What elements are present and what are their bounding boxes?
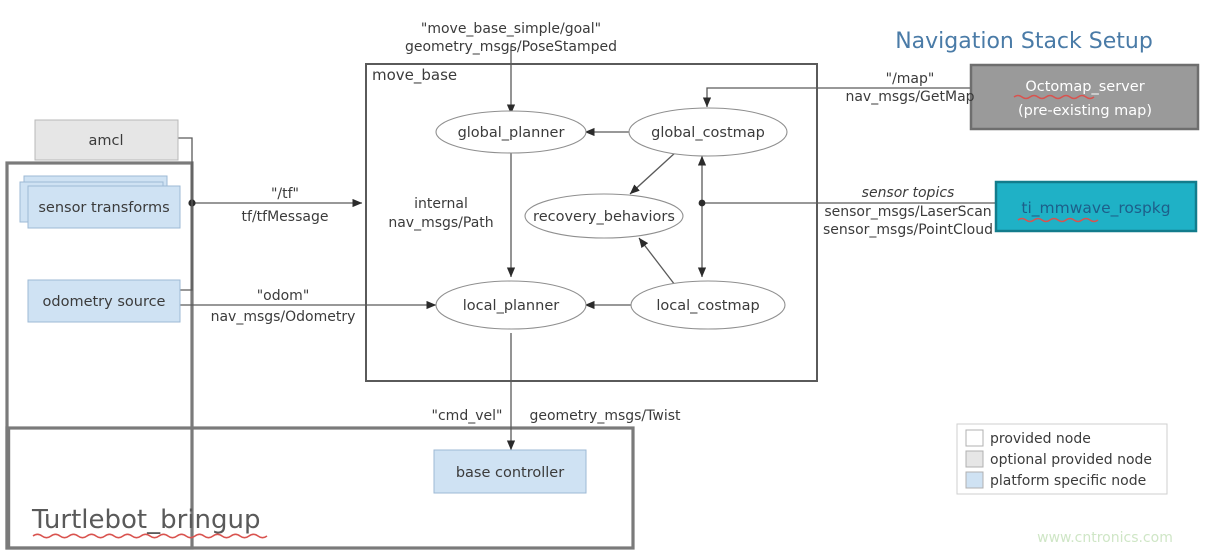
edge-label-map-type: nav_msgs/GetMap: [845, 89, 974, 105]
sensor-trunk-junction-dot: [698, 199, 706, 207]
node-global-planner[interactable]: [435, 110, 587, 154]
edge-amcl-to-tf: [178, 137, 193, 203]
node-amcl[interactable]: [34, 119, 179, 161]
node-global-costmap[interactable]: [628, 107, 788, 157]
edge-label-sensor-type-1: sensor_msgs/LaserScan: [824, 204, 991, 220]
edge-map-to-global-costmap: [702, 87, 971, 108]
page-title: Navigation Stack Setup: [895, 29, 1153, 54]
node-local-planner-label: local_planner: [463, 298, 559, 314]
edge-label-sensor-topics: sensor topics: [862, 185, 955, 201]
node-base-controller[interactable]: [433, 449, 587, 494]
node-odometry-source-label: odometry source: [43, 294, 166, 310]
edge-label-goal-topic: "move_base_simple/goal": [421, 21, 601, 37]
edge-label-tf-type: tf/tfMessage: [242, 209, 329, 225]
node-octomap-server-label: Octomap_server: [1025, 79, 1144, 95]
node-base-controller-label: base controller: [456, 465, 564, 481]
edge-label-sensor-type-2: sensor_msgs/PointCloud: [823, 222, 993, 238]
edge-label-odom-topic: "odom": [257, 288, 310, 304]
edge-global-costmap-to-recovery: [629, 151, 677, 195]
node-local-planner[interactable]: [435, 280, 587, 330]
edge-label-internal: internal: [414, 196, 468, 212]
node-global-costmap-label: global_costmap: [651, 125, 765, 141]
edge-label-cmd-vel-topic: "cmd_vel": [432, 408, 503, 424]
edge-label-odom-type: nav_msgs/Odometry: [211, 309, 356, 325]
edge-label-tf-topic: "/tf": [271, 186, 299, 202]
node-ti-mmwave-rospkg[interactable]: [994, 180, 1198, 233]
octomap-spellcheck-underline-icon: [1013, 94, 1095, 100]
edge-label-internal-type: nav_msgs/Path: [388, 215, 493, 231]
node-octomap-server[interactable]: [969, 63, 1200, 131]
move-base-label: move_base: [372, 66, 457, 85]
move-base-container: [365, 63, 818, 382]
legend-label-optional-provided-node: optional provided node: [990, 452, 1152, 468]
node-local-costmap[interactable]: [630, 280, 786, 330]
node-ti-mmwave-rospkg-label: ti_mmwave_rospkg: [1021, 199, 1170, 218]
mmwave-spellcheck-underline-icon: [1017, 217, 1099, 223]
turtlebot-bringup-bottom-container: [5, 426, 635, 550]
legend: provided node optional provided node pla…: [956, 423, 1168, 495]
watermark: www.cntronics.com: [1037, 530, 1173, 546]
legend-swatch-provided-node: [965, 429, 984, 447]
node-local-costmap-label: local_costmap: [656, 298, 759, 314]
brand-label: Turtlebot_bringup: [31, 505, 261, 535]
node-octomap-server-sublabel: (pre-existing map): [1018, 103, 1152, 119]
node-odometry-source[interactable]: [27, 279, 181, 323]
legend-swatch-optional-provided-node: [965, 450, 984, 468]
legend-label-platform-specific-node: platform specific node: [990, 473, 1146, 489]
brand-spellcheck-underline-icon: [32, 533, 268, 539]
edge-label-map-topic: "/map": [886, 71, 935, 87]
node-sensor-transforms-label: sensor transforms: [38, 200, 169, 216]
node-global-planner-label: global_planner: [458, 125, 565, 141]
node-recovery-behaviors-label: recovery_behaviors: [533, 209, 675, 225]
edge-label-cmd-vel-type: geometry_msgs/Twist: [529, 408, 681, 424]
l-seam-mask: [10, 431, 189, 545]
edge-label-goal-type: geometry_msgs/PoseStamped: [405, 39, 617, 55]
node-amcl-label: amcl: [88, 133, 123, 149]
edge-odometry-to-tf-junction: [178, 203, 193, 291]
legend-swatch-platform-specific-node: [965, 471, 984, 489]
node-sensor-transforms[interactable]: [27, 185, 181, 229]
edge-local-costmap-to-recovery: [638, 237, 676, 286]
node-recovery-behaviors[interactable]: [524, 193, 684, 239]
legend-frame: [956, 423, 1168, 495]
legend-label-provided-node: provided node: [990, 431, 1091, 447]
